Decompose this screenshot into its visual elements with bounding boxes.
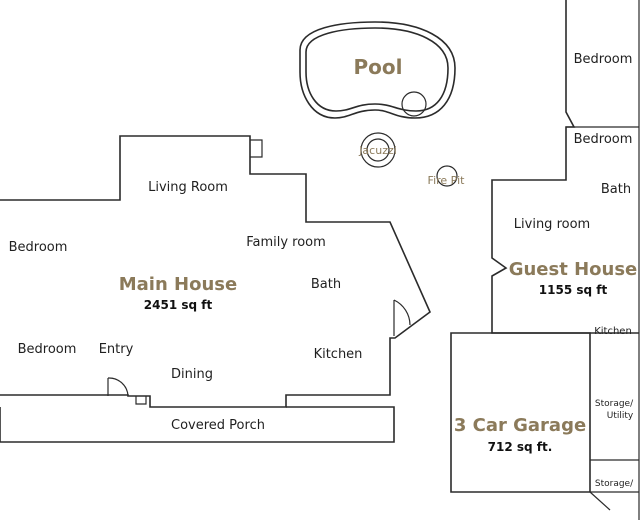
main-house-title: Main House [119,274,237,295]
main-entry-label: Entry [99,342,134,357]
main-bedroom-2-label: Bedroom [18,342,77,357]
storage-label: Storage/ [595,479,634,489]
jacuzzi-inner-ring [366,138,390,162]
main-house-alcove [250,139,263,158]
fire-pit-label: Fire Pit [428,174,466,187]
main-bedroom-1-label: Bedroom [9,240,68,255]
main-living-room-label: Living Room [148,180,228,195]
entry-step [135,396,147,405]
main-kitchen-label: Kitchen [314,347,363,362]
main-bath-label: Bath [311,277,341,292]
storage-door-swing [589,491,611,511]
main-house-kitchen-door [393,299,411,336]
covered-porch-outline [0,406,395,443]
storage-utility-label-line2: Utility [607,411,634,421]
storage-utility-label-line1: Storage/ [595,399,634,409]
guest-kitchen-label: Kitchen [594,326,632,337]
jacuzzi: Jacuzzi [358,132,397,168]
guest-house: Bedroom Bedroom Bath Living room Guest H… [491,0,640,520]
main-house-outline [0,135,431,408]
jacuzzi-outer-ring [360,132,396,168]
pool-label: Pool [354,55,403,79]
entry-door-swing [107,377,129,397]
guest-house-outline [491,0,639,334]
guest-living-room-label: Living room [514,217,590,232]
pool-outline-outer [299,21,456,119]
garage-outline [450,332,591,493]
main-house-area: 2451 sq ft [144,298,213,312]
guest-bedroom-1-label: Bedroom [574,52,633,67]
guest-bath-label: Bath [601,182,631,197]
main-family-room-label: Family room [246,235,326,250]
pool: Pool [299,21,456,119]
covered-porch-label: Covered Porch [171,418,265,433]
guest-bedroom-2-label: Bedroom [574,132,633,147]
jacuzzi-label: Jacuzzi [358,144,397,157]
garage-area: 712 sq ft. [488,440,553,454]
fire-pit-ring [436,165,458,187]
garage: 3 Car Garage 712 sq ft. Storage/ Utility… [450,332,639,511]
fire-pit: Fire Pit [428,165,466,187]
guest-house-title: Guest House [509,259,638,280]
pool-spa-circle [401,91,427,117]
main-house: Living Room Family room Bedroom Bath Mai… [0,135,431,443]
main-dining-label: Dining [171,367,213,382]
garage-title: 3 Car Garage [454,415,586,436]
guest-house-area: 1155 sq ft [539,283,608,297]
